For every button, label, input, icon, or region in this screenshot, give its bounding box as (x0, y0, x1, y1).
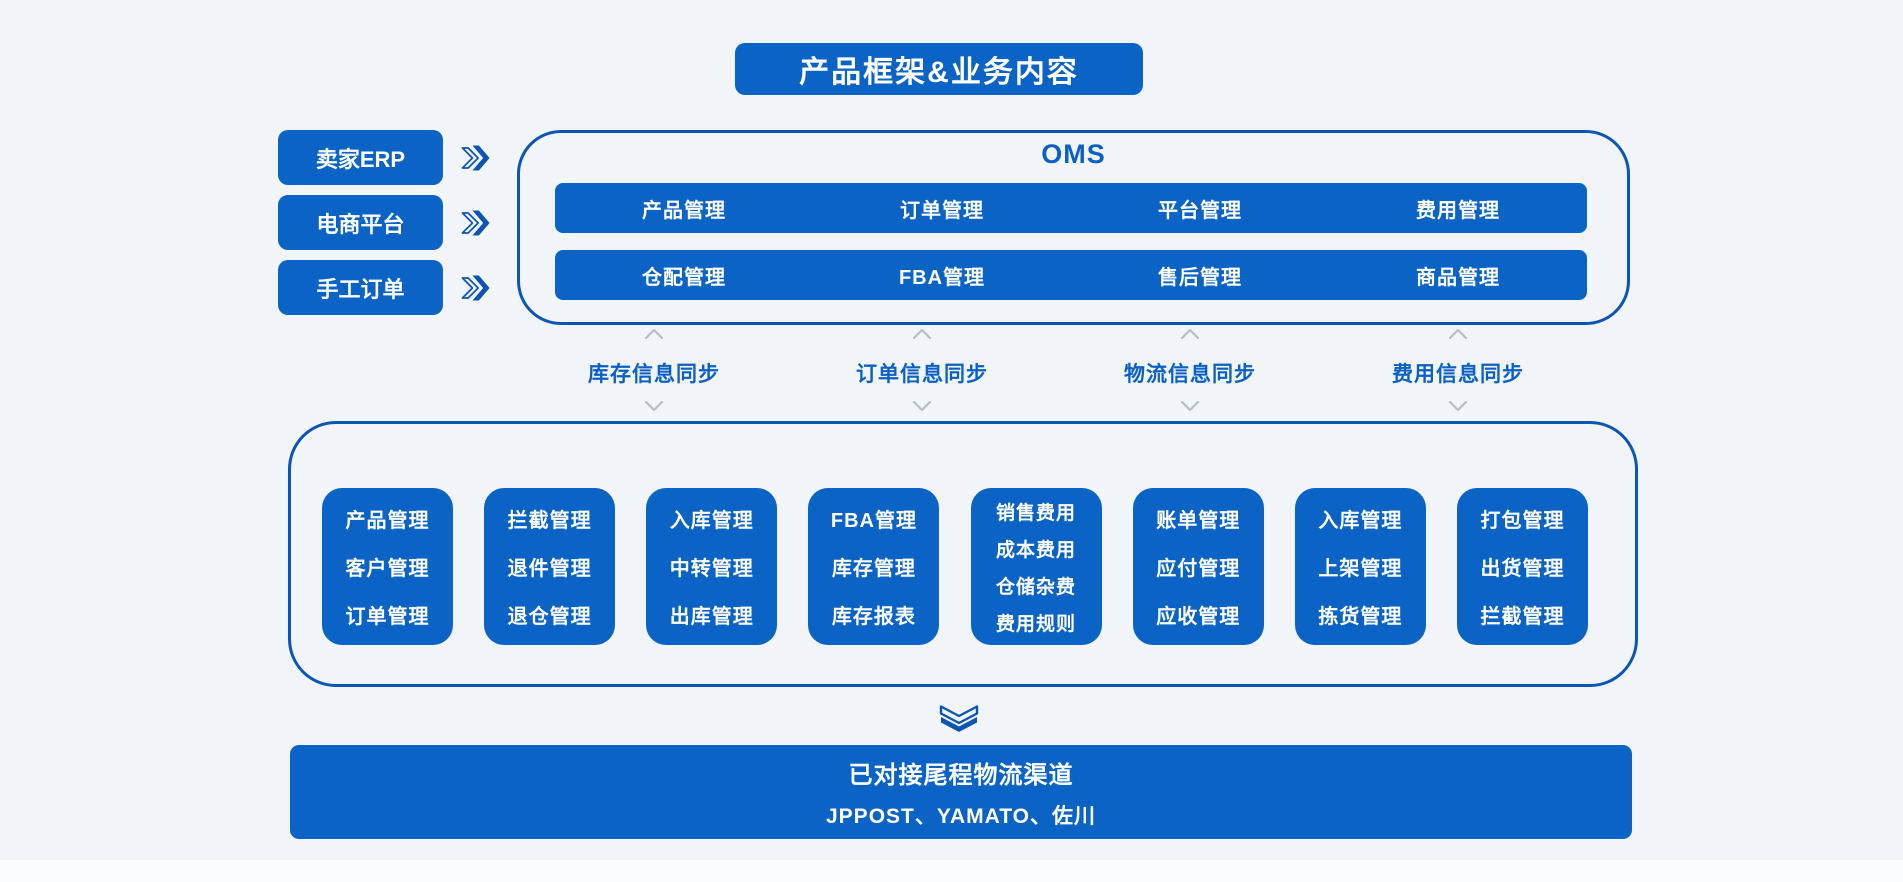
oms-module: 费用管理 (1416, 199, 1500, 222)
sync-label: 订单信息同步 (856, 363, 988, 386)
module-line: 打包管理 (1480, 510, 1565, 532)
chevron-down-icon (1448, 400, 1468, 412)
module-line: 库存管理 (831, 558, 916, 580)
source-label: 卖家ERP (315, 146, 406, 172)
module-line: 应付管理 (1156, 558, 1241, 580)
chevron-double-down-icon (939, 705, 979, 732)
chevron-down-icon (1180, 400, 1200, 412)
module-card-3: 入库管理 中转管理 出库管理 (646, 488, 778, 645)
module-line: 产品管理 (345, 510, 430, 532)
sync-label: 库存信息同步 (588, 363, 720, 386)
module-card-4: FBA管理 库存管理 库存报表 (808, 488, 940, 645)
module-line: 入库管理 (669, 510, 754, 532)
module-line: 拦截管理 (1480, 606, 1565, 628)
oms-module: FBA管理 (898, 266, 986, 289)
module-line: 成本费用 (996, 539, 1077, 561)
source-ecommerce-platform: 电商平台 (278, 195, 443, 250)
footer-logistics-bar: 已对接尾程物流渠道 JPPOST、YAMATO、佐川 (290, 745, 1632, 839)
chevron-double-right-icon (461, 275, 490, 301)
oms-module: 订单管理 (900, 199, 984, 222)
chevron-up-icon (1180, 328, 1200, 340)
module-line: 仓储杂费 (996, 576, 1077, 598)
sync-label: 物流信息同步 (1124, 363, 1256, 386)
oms-module: 产品管理 (642, 199, 726, 222)
oms-row-1: 产品管理 订单管理 平台管理 费用管理 (555, 183, 1587, 233)
footer-channels: JPPOST、YAMATO、佐川 (826, 804, 1096, 828)
oms-module: 仓配管理 (642, 266, 726, 289)
source-seller-erp: 卖家ERP (278, 130, 443, 185)
chevron-up-icon (912, 328, 932, 340)
chevron-up-icon (644, 328, 664, 340)
module-card-5: 销售费用 成本费用 仓储杂费 费用规则 (970, 488, 1102, 645)
chevron-double-right-icon (461, 210, 490, 236)
module-line: 拦截管理 (507, 510, 592, 532)
chevron-down-icon (912, 400, 932, 412)
module-line: 账单管理 (1156, 510, 1241, 532)
module-line: 退件管理 (507, 558, 592, 580)
source-label: 手工订单 (316, 276, 405, 302)
module-card-7: 入库管理 上架管理 拣货管理 (1294, 488, 1426, 645)
module-line: 费用规则 (996, 613, 1077, 635)
module-line: FBA管理 (830, 510, 917, 532)
bottom-strip (0, 860, 1903, 882)
oms-module: 售后管理 (1158, 266, 1242, 289)
sync-item-fee: 费用信息同步 (1324, 328, 1592, 412)
module-line: 客户管理 (345, 558, 430, 580)
chevron-down-icon (644, 400, 664, 412)
source-manual-order: 手工订单 (278, 260, 443, 315)
oms-module: 商品管理 (1416, 266, 1500, 289)
module-line: 应收管理 (1156, 606, 1241, 628)
module-card-8: 打包管理 出货管理 拦截管理 (1456, 488, 1588, 645)
sync-label: 费用信息同步 (1392, 363, 1524, 386)
module-line: 退仓管理 (507, 606, 592, 628)
oms-container (517, 130, 1630, 325)
module-card-1: 产品管理 客户管理 订单管理 (322, 488, 453, 645)
sync-item-order: 订单信息同步 (788, 328, 1056, 412)
module-line: 拣货管理 (1318, 606, 1403, 628)
chevron-double-right-icon (461, 145, 490, 171)
oms-title: OMS (1041, 139, 1106, 169)
module-line: 出货管理 (1480, 558, 1565, 580)
module-card-2: 拦截管理 退件管理 退仓管理 (484, 488, 616, 645)
module-line: 出库管理 (669, 606, 754, 628)
module-line: 入库管理 (1318, 510, 1403, 532)
module-line: 库存报表 (831, 606, 916, 628)
page-title: 产品框架&业务内容 (735, 43, 1143, 95)
footer-title: 已对接尾程物流渠道 (848, 761, 1074, 789)
chevron-up-icon (1448, 328, 1468, 340)
sync-item-inventory: 库存信息同步 (520, 328, 788, 412)
wms-container (288, 421, 1638, 687)
oms-row-2: 仓配管理 FBA管理 售后管理 商品管理 (555, 250, 1587, 300)
module-line: 上架管理 (1318, 558, 1403, 580)
module-line: 销售费用 (996, 502, 1077, 524)
sync-item-logistics: 物流信息同步 (1056, 328, 1324, 412)
module-line: 中转管理 (669, 558, 754, 580)
module-cards-row: 产品管理 客户管理 订单管理 拦截管理 退件管理 退仓管理 入库管理 中转管理 … (322, 488, 1588, 645)
sync-row: 库存信息同步 订单信息同步 物流信息同步 费用信息同步 (520, 328, 1592, 412)
module-card-6: 账单管理 应付管理 应收管理 (1132, 488, 1264, 645)
source-label: 电商平台 (316, 211, 405, 237)
module-line: 订单管理 (345, 606, 430, 628)
oms-module: 平台管理 (1158, 199, 1242, 222)
